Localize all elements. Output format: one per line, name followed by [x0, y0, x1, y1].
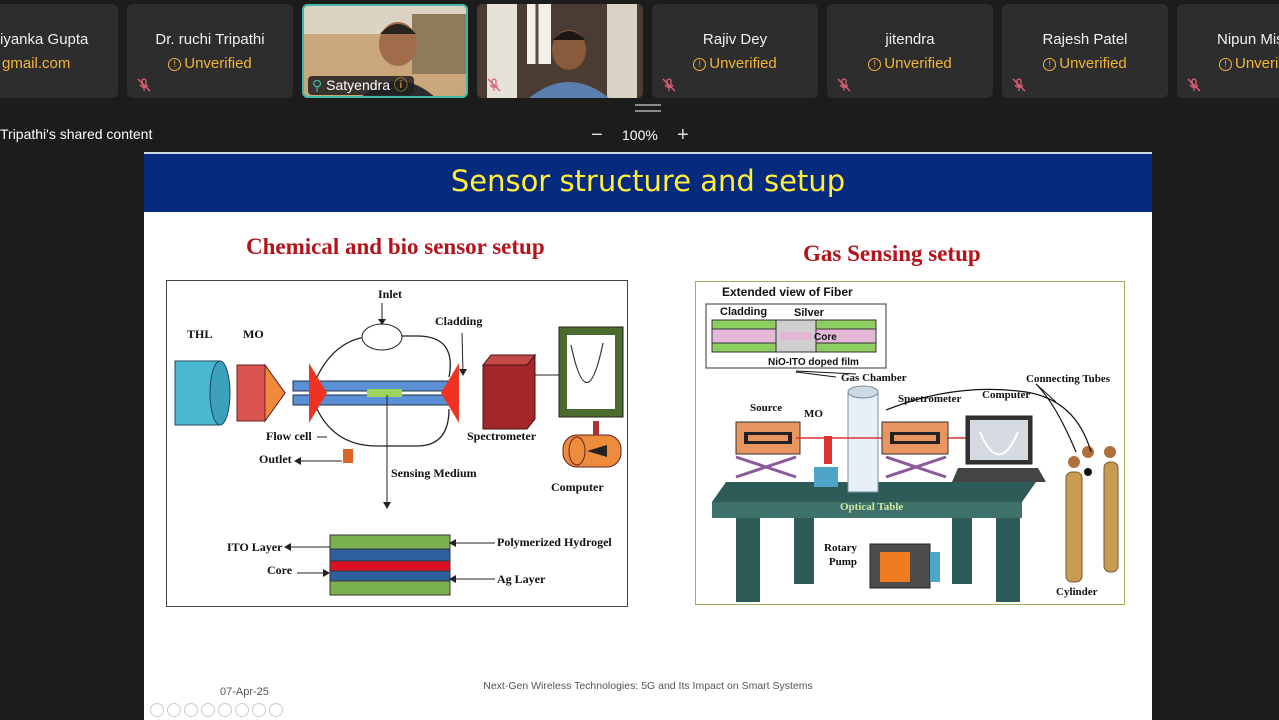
- zoom-controls: − 100% +: [590, 124, 690, 146]
- participant-name: iyanka Gupta: [0, 31, 89, 48]
- participant-tile[interactable]: jitendra !Unverified: [827, 4, 993, 98]
- label-cladding: Cladding: [720, 306, 768, 318]
- label-core: Core: [267, 563, 293, 577]
- participant-name: Rajiv Dey: [702, 31, 768, 48]
- warning-icon: !: [168, 58, 182, 71]
- participant-status: !Unverified: [652, 55, 818, 72]
- label-ito-layer: ITO Layer: [227, 540, 283, 554]
- label-thl: THL: [187, 327, 213, 341]
- participant-name: Dr. ruchi Tripathi: [155, 31, 265, 48]
- label-connecting-tubes: Connecting Tubes: [1026, 373, 1111, 385]
- warning-icon: !: [868, 58, 882, 71]
- left-section-title: Chemical and bio sensor setup: [246, 234, 545, 259]
- label-source: Source: [750, 402, 783, 414]
- mic-muted-icon: [487, 78, 501, 92]
- slide-navigation-tools: [150, 703, 283, 717]
- menu-icon[interactable]: [235, 703, 249, 717]
- label-sensing-medium: Sensing Medium: [391, 466, 477, 480]
- mic-muted-icon: [837, 78, 851, 92]
- label-optical-table: Optical Table: [840, 501, 904, 513]
- participant-status: !Unverified: [127, 55, 293, 72]
- label-outlet: Outlet: [259, 452, 292, 466]
- shared-slide: Sensor structure and setup Chemical and …: [144, 152, 1152, 720]
- participant-tile[interactable]: Dr. ruchi Tripathi !Unverified: [127, 4, 293, 98]
- zoom-icon[interactable]: [218, 703, 232, 717]
- label-cladding: Cladding: [435, 314, 483, 328]
- participant-status: !Unverified: [827, 55, 993, 72]
- participant-tile[interactable]: Rajesh Patel !Unverified: [1002, 4, 1168, 98]
- label-cylinder: Cylinder: [1056, 586, 1098, 598]
- participant-video[interactable]: [477, 4, 643, 98]
- label-inlet: Inlet: [378, 287, 402, 301]
- label-extended-view: Extended view of Fiber: [722, 285, 853, 299]
- participant-tile[interactable]: Rajiv Dey !Unverified: [652, 4, 818, 98]
- speaker-icon: ⚲: [312, 77, 327, 93]
- label-polymerized-hydrogel: Polymerized Hydrogel: [497, 535, 612, 549]
- chemical-bio-sensor-diagram: THL MO Inlet Cladding Flow cell Outlet S…: [166, 280, 628, 607]
- sensor-diagram-drawing: [174, 303, 624, 596]
- label-spectrometer: Spectrometer: [898, 393, 962, 405]
- participant-video-satyendra[interactable]: ⚲ Satyendra ⓘ: [302, 4, 468, 98]
- participant-name-pill: ⚲ Satyendra ⓘ: [308, 76, 414, 95]
- zoom-out-button[interactable]: −: [591, 123, 603, 146]
- zoom-level: 100%: [622, 127, 658, 143]
- copy-icon[interactable]: [201, 703, 215, 717]
- label-mo: MO: [243, 327, 264, 341]
- mic-muted-icon: [1012, 78, 1026, 92]
- label-flow-cell: Flow cell: [266, 429, 312, 443]
- warning-icon: !: [693, 58, 707, 71]
- participant-gallery: iyanka Gupta gmail.com Dr. ruchi Tripath…: [0, 0, 1279, 104]
- label-rotary-pump: Rotary Pump: [824, 542, 857, 568]
- mic-muted-icon: [137, 78, 151, 92]
- participant-video-frame: [477, 4, 643, 98]
- slide-footer-text: Next-Gen Wireless Technologies: 5G and I…: [483, 680, 813, 692]
- mic-muted-icon: [662, 78, 676, 92]
- participant-status: !Unveri: [1177, 55, 1279, 72]
- label-computer: Computer: [982, 389, 1031, 401]
- participant-tile[interactable]: iyanka Gupta gmail.com: [0, 4, 118, 98]
- slide-footer-date: 07-Apr-25: [220, 686, 269, 698]
- label-computer: Computer: [551, 480, 604, 494]
- prev-slide-icon[interactable]: [150, 703, 164, 717]
- slide-title: Sensor structure and setup: [450, 164, 846, 198]
- shared-content-label: Tripathi's shared content: [0, 126, 153, 142]
- participant-name: Nipun Mis: [1217, 31, 1279, 48]
- label-silver: Silver: [794, 307, 824, 319]
- next-slide-icon[interactable]: [167, 703, 181, 717]
- warning-icon: !: [1043, 58, 1057, 71]
- label-nio-ito-film: NiO-ITO doped film: [768, 357, 859, 368]
- participant-status: !Unverified: [1002, 55, 1168, 72]
- gallery-resize-handle[interactable]: [635, 104, 661, 112]
- label-core: Core: [814, 332, 837, 343]
- more-icon[interactable]: [269, 703, 283, 717]
- label-ag-layer: Ag Layer: [497, 572, 546, 586]
- label-gas-chamber: Gas Chamber: [841, 372, 907, 384]
- slide-header: Sensor structure and setup: [144, 152, 1152, 212]
- mic-muted-icon: [1187, 78, 1201, 92]
- label-mo: MO: [804, 408, 823, 420]
- participant-name: jitendra: [885, 31, 935, 48]
- warning-icon: !: [1219, 58, 1232, 71]
- zoom-in-button[interactable]: +: [676, 123, 689, 146]
- pen-icon[interactable]: [184, 703, 198, 717]
- gas-setup-drawing: [705, 303, 1119, 602]
- warning-icon: ⓘ: [389, 77, 408, 93]
- video-icon[interactable]: [252, 703, 266, 717]
- participant-name: Rajesh Patel: [1042, 31, 1128, 48]
- label-spectrometer: Spectrometer: [467, 429, 537, 443]
- right-section-title: Gas Sensing setup: [803, 241, 981, 266]
- gas-sensing-diagram: Extended view of Fiber Cladding Silver C…: [695, 281, 1125, 605]
- participant-email: gmail.com: [2, 55, 71, 72]
- participant-tile[interactable]: Nipun Mis !Unveri: [1177, 4, 1279, 98]
